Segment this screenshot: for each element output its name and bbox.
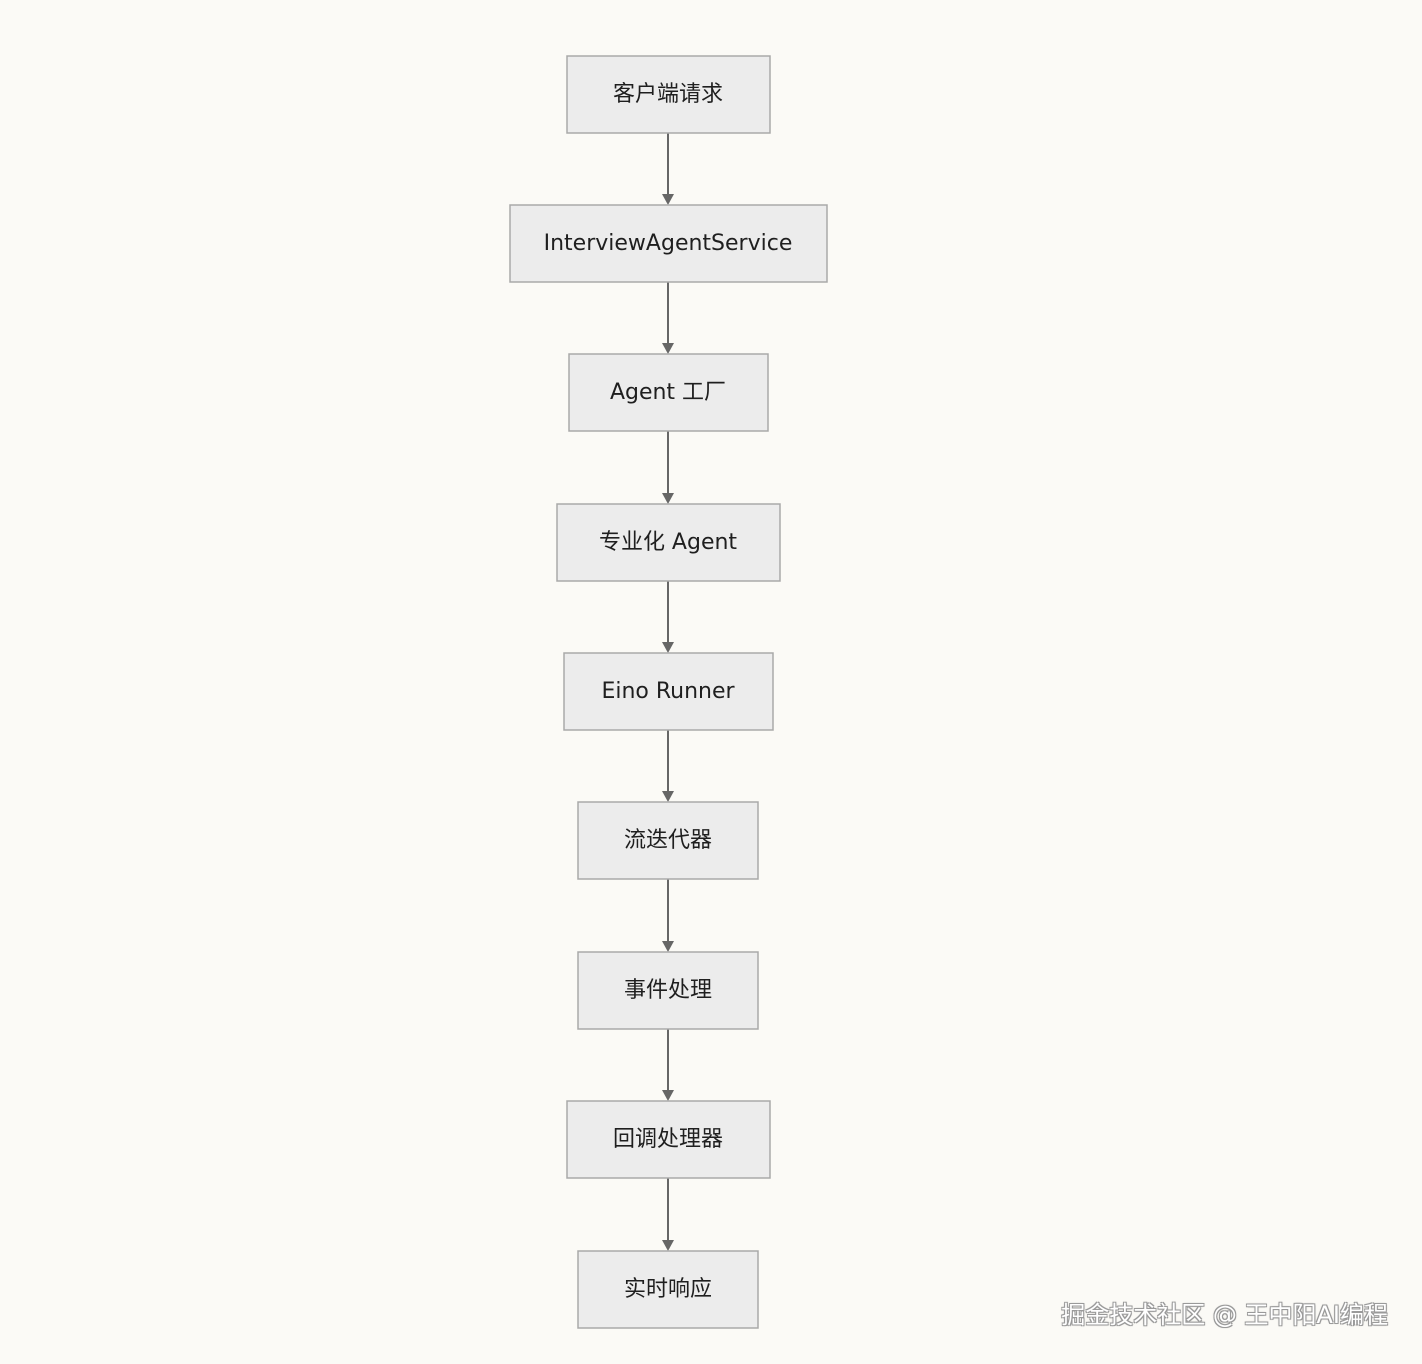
node-box	[563, 652, 774, 731]
node-label: 回调处理器	[613, 1127, 723, 1152]
edge-arrow	[662, 730, 674, 802]
node-callback-handler: 回调处理器	[566, 1100, 771, 1179]
node-label: 流迭代器	[624, 828, 712, 853]
arrowhead-icon	[662, 1090, 674, 1101]
node-specialized-agent: 专业化 Agent	[556, 503, 781, 582]
node-box	[509, 204, 828, 283]
arrowhead-icon	[662, 194, 674, 205]
arrowhead-icon	[662, 642, 674, 653]
node-label: 客户端请求	[613, 82, 723, 107]
node-box	[568, 353, 769, 432]
node-box	[566, 1100, 771, 1179]
node-realtime-response: 实时响应	[577, 1250, 759, 1329]
node-box	[566, 55, 771, 134]
edge-arrow	[662, 282, 674, 354]
arrowhead-icon	[662, 493, 674, 504]
edge-arrow	[662, 431, 674, 504]
node-box	[556, 503, 781, 582]
node-label: 专业化 Agent	[599, 530, 737, 555]
node-label: 实时响应	[624, 1277, 712, 1302]
node-box	[577, 1250, 759, 1329]
arrowhead-icon	[662, 1240, 674, 1251]
node-box	[577, 951, 759, 1030]
node-agent-factory: Agent 工厂	[568, 353, 769, 432]
node-label: InterviewAgentService	[544, 231, 793, 256]
edge-arrow	[662, 1029, 674, 1101]
edges	[662, 133, 674, 1251]
node-stream-iterator: 流迭代器	[577, 801, 759, 880]
node-label: Agent 工厂	[610, 380, 726, 405]
node-client-request: 客户端请求	[566, 55, 771, 134]
edge-arrow	[662, 581, 674, 653]
edge-arrow	[662, 133, 674, 205]
node-event-handling: 事件处理	[577, 951, 759, 1030]
node-label: Eino Runner	[601, 679, 735, 704]
edge-arrow	[662, 879, 674, 952]
edge-arrow	[662, 1178, 674, 1251]
arrowhead-icon	[662, 941, 674, 952]
watermark: 掘金技术社区 @ 王中阳AI编程	[1061, 1301, 1388, 1329]
node-box	[577, 801, 759, 880]
arrowhead-icon	[662, 343, 674, 354]
node-eino-runner: Eino Runner	[563, 652, 774, 731]
node-interview-agent-service: InterviewAgentService	[509, 204, 828, 283]
arrowhead-icon	[662, 791, 674, 802]
node-label: 事件处理	[624, 978, 712, 1003]
